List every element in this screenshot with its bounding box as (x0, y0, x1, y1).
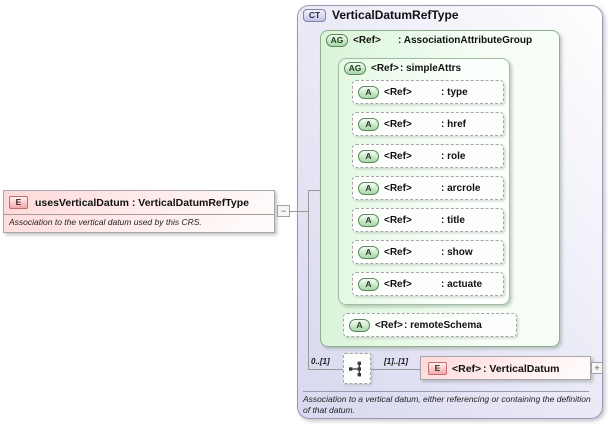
element-badge: E (428, 362, 447, 375)
attribute-badge: A (358, 246, 379, 259)
element-badge: E (9, 196, 28, 209)
attribute-badge: A (358, 278, 379, 291)
attribute-row-type[interactable]: A <Ref> : type (352, 80, 504, 104)
simple-attrs-ref: <Ref> (371, 63, 399, 74)
element-ref-name: : VerticalDatum (483, 363, 560, 375)
attribute-badge: A (358, 118, 379, 131)
ref-label: <Ref> (384, 279, 412, 290)
attribute-badge: A (358, 86, 379, 99)
attribute-badge: A (358, 182, 379, 195)
attribute-row-title[interactable]: A <Ref> : title (352, 208, 504, 232)
attribute-name: : show (441, 247, 473, 258)
attribute-row-role[interactable]: A <Ref> : role (352, 144, 504, 168)
attribute-name: : title (441, 215, 465, 226)
annotation-separator (303, 391, 589, 392)
attribute-name: : arcrole (441, 183, 481, 194)
element-annotation: Association to the vertical datum used b… (9, 217, 202, 227)
attribute-name: : href (441, 119, 466, 130)
element-title: usesVerticalDatum : VerticalDatumRefType (35, 196, 249, 209)
complex-type-annotation: Association to a vertical datum, either … (303, 394, 591, 415)
element-ref-VerticalDatum-box[interactable]: E <Ref> : VerticalDatum (420, 356, 591, 380)
ref-label: <Ref> (384, 119, 412, 130)
minus-icon: − (280, 205, 287, 216)
ref-label: <Ref> (452, 363, 482, 375)
complex-type-title: VerticalDatumRefType (332, 8, 459, 22)
ref-label: <Ref> (384, 215, 412, 226)
attribute-group-name: : AssociationAttributeGroup (398, 35, 533, 46)
attribute-name: : remoteSchema (404, 320, 482, 331)
expand-button[interactable]: + (591, 362, 603, 374)
attribute-group-ref: <Ref> (353, 35, 381, 46)
attribute-row-href[interactable]: A <Ref> : href (352, 112, 504, 136)
attribute-row-show[interactable]: A <Ref> : show (352, 240, 504, 264)
attribute-name: : role (441, 151, 466, 162)
ref-label: <Ref> (384, 151, 412, 162)
ref-label: <Ref> (375, 320, 403, 331)
attribute-group-badge: AG (326, 34, 348, 47)
ref-label: <Ref> (384, 87, 412, 98)
attribute-row-remoteSchema[interactable]: A <Ref> : remoteSchema (343, 313, 517, 337)
simple-attrs-name: : simpleAttrs (400, 63, 462, 74)
complex-type-badge: CT (303, 9, 326, 22)
element-usesVerticalDatum-box[interactable]: E usesVerticalDatum : VerticalDatumRefTy… (3, 190, 275, 233)
model-group-box[interactable] (343, 353, 371, 384)
ref-label: <Ref> (384, 247, 412, 258)
ref-label: <Ref> (384, 183, 412, 194)
occurrence-label: [1]..[1] (384, 357, 408, 366)
sequence-icon (349, 361, 361, 376)
attribute-row-actuate[interactable]: A <Ref> : actuate (352, 272, 504, 296)
simple-attrs-badge: AG (344, 62, 366, 75)
attribute-name: : actuate (441, 279, 483, 290)
collapse-button[interactable]: − (277, 205, 290, 217)
attribute-name: : type (441, 87, 468, 98)
occurrence-min-label: 0..[1] (311, 357, 330, 366)
plus-icon: + (594, 362, 600, 373)
attribute-row-arcrole[interactable]: A <Ref> : arcrole (352, 176, 504, 200)
attribute-badge: A (349, 319, 370, 332)
attribute-badge: A (358, 150, 379, 163)
attribute-badge: A (358, 214, 379, 227)
